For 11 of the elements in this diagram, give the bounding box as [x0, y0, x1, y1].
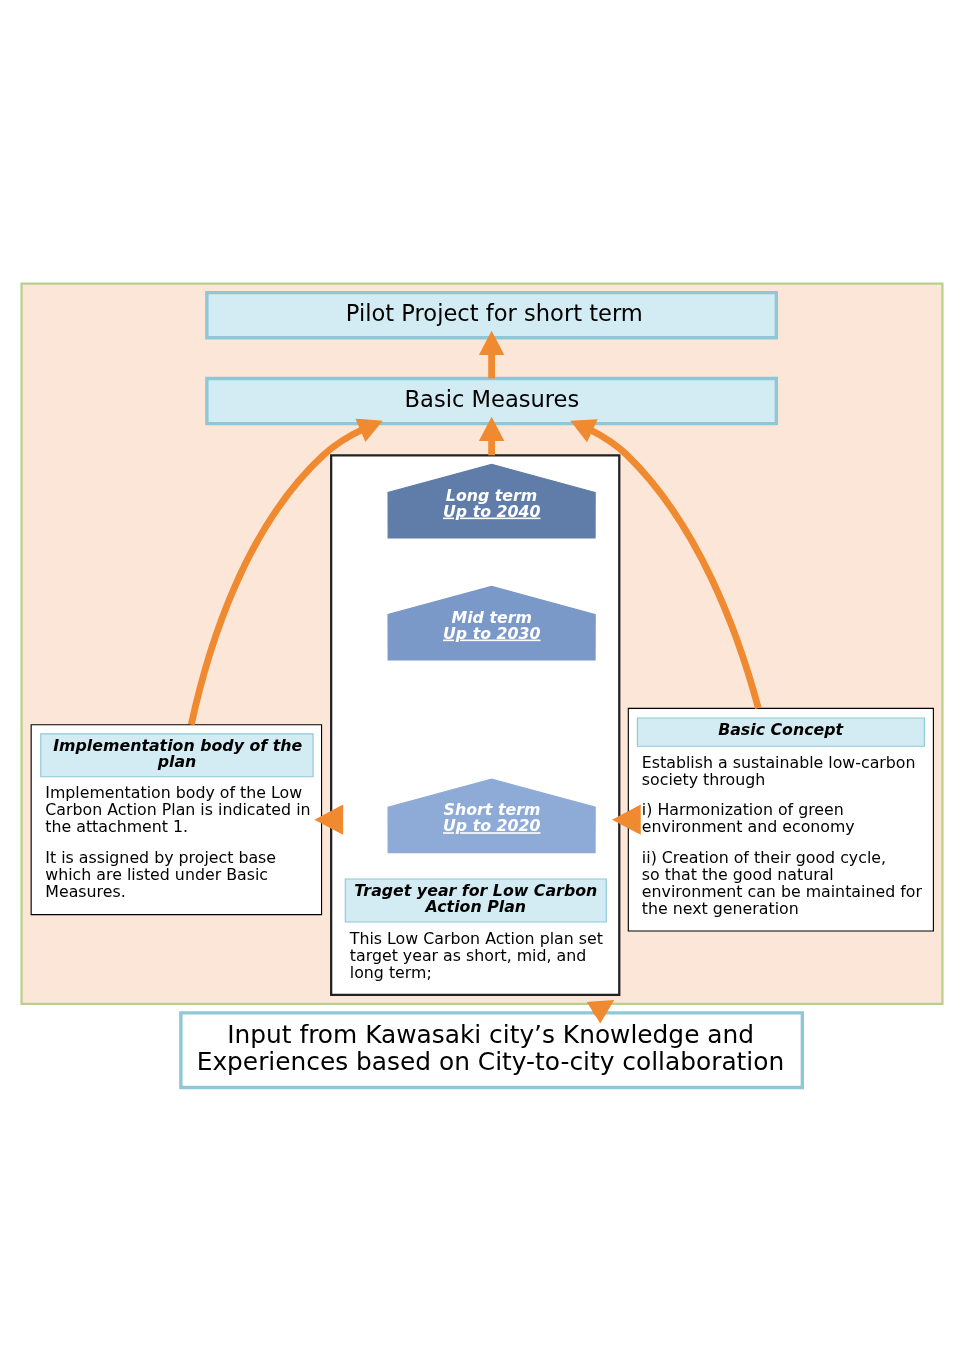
arrow — [586, 999, 615, 1024]
arrow — [478, 330, 505, 378]
arrow — [187, 418, 383, 725]
arrow — [570, 418, 762, 709]
arrow — [612, 804, 641, 835]
node-box: Pilot Project for short term — [205, 290, 779, 339]
node-box: Input from Kawasaki city’s Knowledge and Experiences based on City-to-city collaboration — [179, 1010, 805, 1089]
node-box: Basic Measures — [205, 376, 779, 425]
arrow — [314, 804, 344, 835]
cluster — [20, 281, 944, 1005]
node-box: Implementation body of the plan Implementation body of the Low Carbon Action Plan is indicated in the attachment 1. It is assigned by project base which are listed under Basic Measures. — [30, 723, 323, 915]
